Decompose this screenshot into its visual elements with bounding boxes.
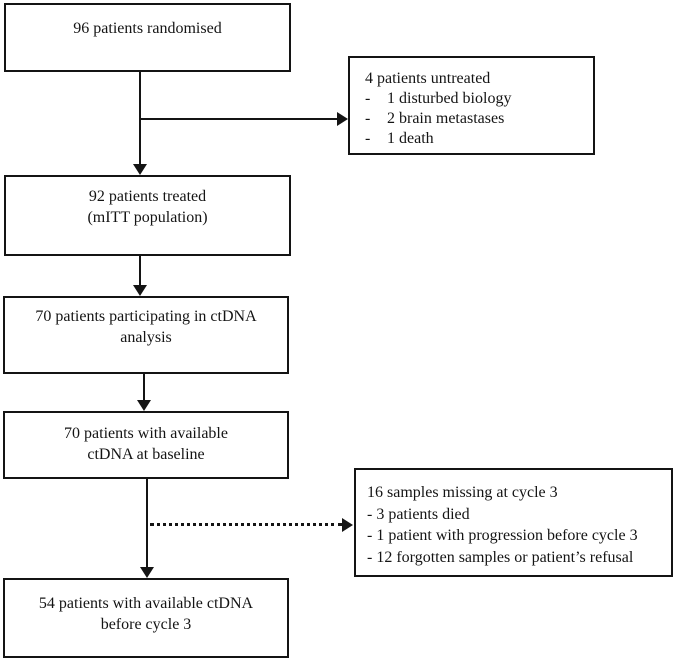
- list-item-text: 1 death: [387, 130, 434, 147]
- connector-branch-untreated: [140, 118, 337, 120]
- arrow-right-icon: [342, 518, 353, 532]
- box-ctdna-baseline-line1: 70 patients with available: [64, 425, 228, 442]
- dash-bullet: -: [365, 110, 371, 127]
- box-ctdna-cycle3-line1: 54 patients with available ctDNA: [38, 595, 254, 612]
- connector-analysis-baseline: [143, 374, 145, 402]
- list-item-text: - 3 patients died: [367, 505, 470, 523]
- arrow-down-icon: [137, 400, 151, 411]
- arrow-right-icon: [337, 112, 348, 126]
- dash-bullet: -: [365, 90, 371, 107]
- box-untreated-title: 4 patients untreated: [365, 70, 491, 87]
- box-ctdna-baseline: 70 patients with available ctDNA at base…: [3, 411, 289, 479]
- box-samples-missing-title: 16 samples missing at cycle 3: [367, 484, 558, 501]
- arrow-down-icon: [140, 567, 154, 578]
- box-samples-missing: 16 samples missing at cycle 3 - 3 patien…: [354, 468, 673, 577]
- box-ctdna-cycle3-line2: before cycle 3: [100, 616, 192, 633]
- list-item: - 1 disturbed biology: [365, 89, 585, 109]
- list-item-text: 2 brain metastases: [387, 110, 505, 127]
- box-treated-line1: 92 patients treated: [88, 188, 207, 205]
- list-item-text: 1 disturbed biology: [387, 90, 512, 107]
- list-item-text: - 12 forgotten samples or patient’s refu…: [367, 548, 634, 566]
- box-randomised-text: 96 patients randomised: [73, 20, 222, 37]
- arrow-down-icon: [133, 164, 147, 175]
- box-treated: 92 patients treated (mITT population): [4, 175, 291, 256]
- list-item: - 2 brain metastases: [365, 109, 585, 129]
- box-treated-line2: (mITT population): [87, 209, 208, 226]
- box-ctdna-analysis: 70 patients participating in ctDNA analy…: [3, 296, 289, 374]
- box-randomised: 96 patients randomised: [4, 3, 291, 72]
- arrow-down-icon: [133, 285, 147, 296]
- box-ctdna-analysis-line1: 70 patients participating in ctDNA: [35, 308, 257, 325]
- box-untreated: 4 patients untreated - 1 disturbed biolo…: [348, 56, 595, 155]
- dash-bullet: -: [365, 130, 371, 147]
- list-item: - 1 death: [365, 129, 585, 149]
- connector-baseline-cycle3: [146, 479, 148, 568]
- connector-treated-analysis: [139, 256, 141, 287]
- connector-dotted-missing: [150, 523, 342, 526]
- box-ctdna-baseline-line2: ctDNA at baseline: [87, 446, 205, 463]
- box-ctdna-cycle3: 54 patients with available ctDNA before …: [3, 578, 289, 658]
- box-ctdna-analysis-line2: analysis: [120, 329, 172, 346]
- list-item-text: - 1 patient with progression before cycl…: [367, 527, 638, 544]
